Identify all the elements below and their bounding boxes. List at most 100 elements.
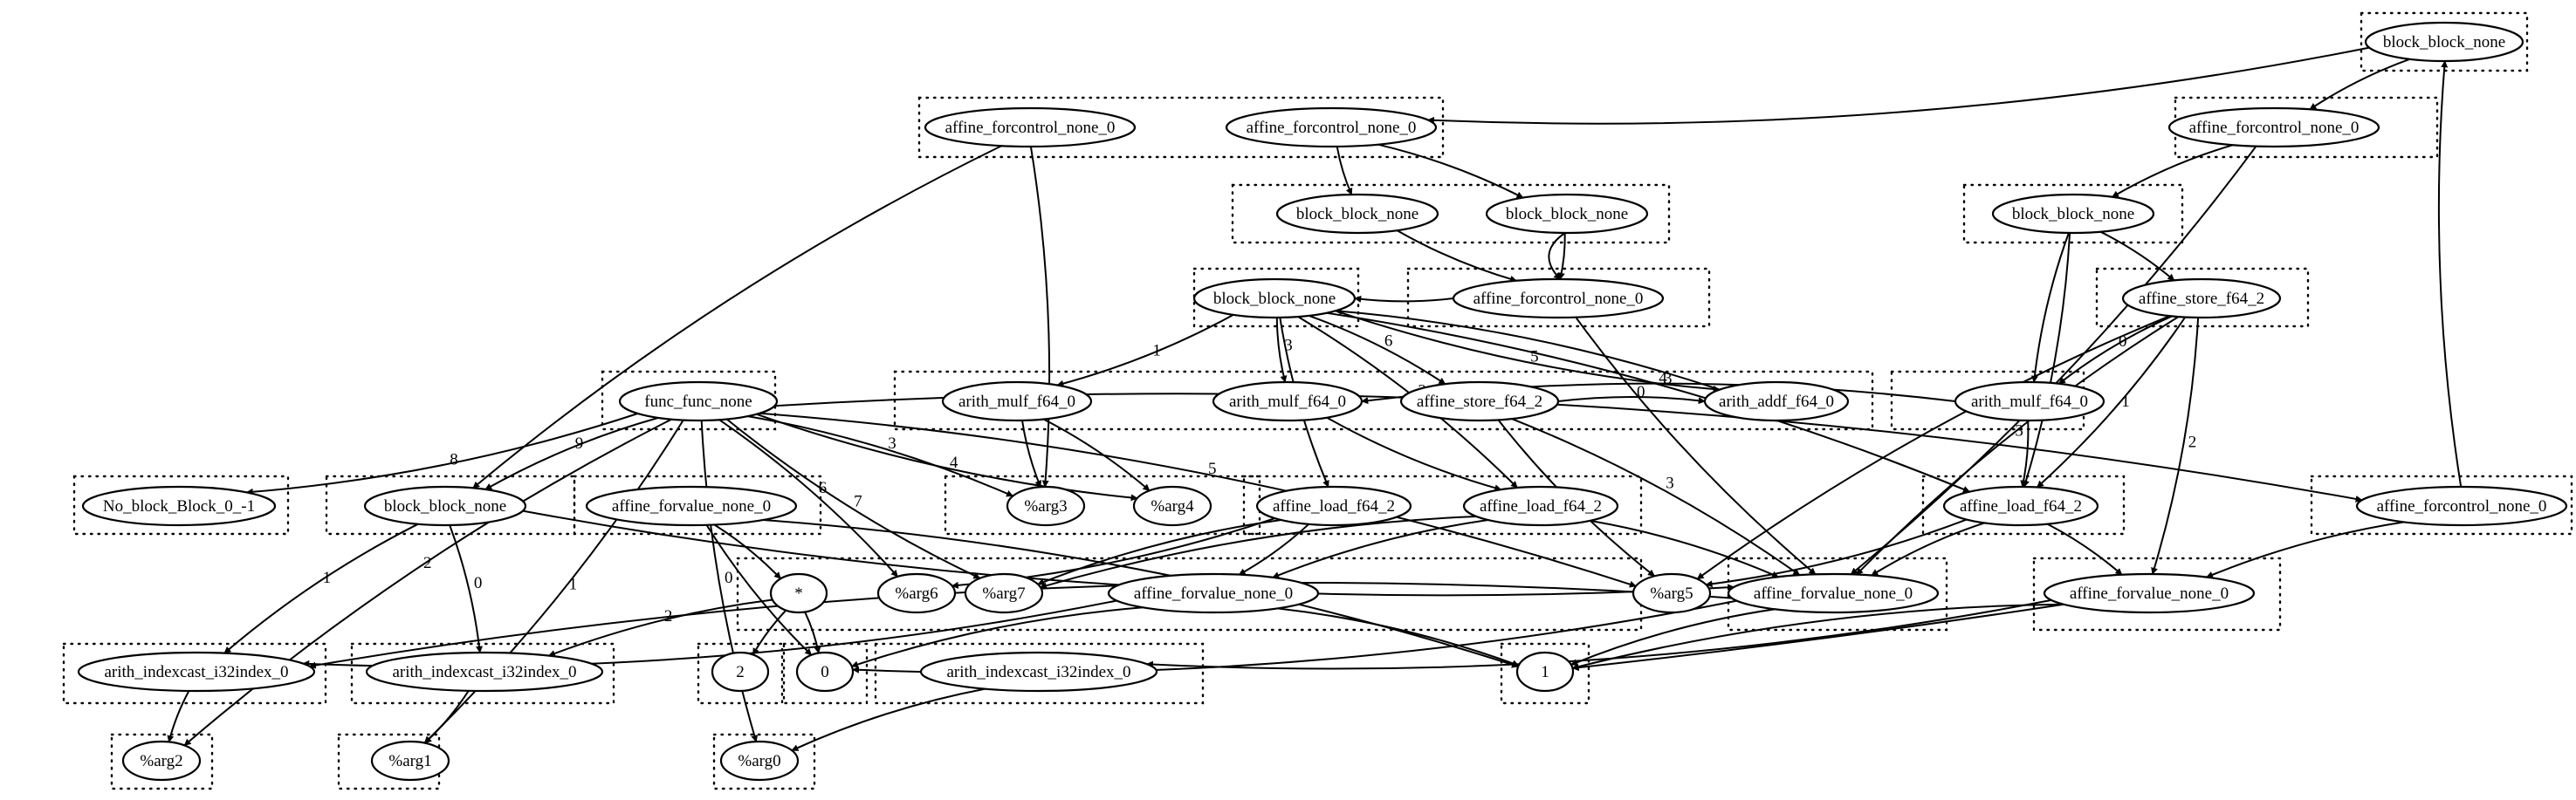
edge-line <box>423 420 684 744</box>
node-label: block_block_none <box>2012 205 2134 223</box>
graph-node: arith_mulf_f64_0 <box>1212 380 1364 422</box>
node-ellipse <box>1954 380 2105 422</box>
graph-node: arith_indexcast_i32index_0 <box>365 651 604 693</box>
graph-node: block_block_none <box>1991 193 2155 235</box>
edge-line <box>1354 295 1454 303</box>
edge: 1 <box>223 523 419 654</box>
cluster-box <box>1962 183 2184 244</box>
edge <box>1043 418 1151 492</box>
edge-line <box>725 418 981 579</box>
node-label: affine_load_f64_2 <box>1960 497 2082 516</box>
edge: 8 <box>245 413 638 496</box>
cluster-box <box>736 557 1643 632</box>
cluster-box <box>110 733 214 790</box>
edge-line <box>1850 146 2257 576</box>
edge-line <box>1056 314 1234 387</box>
cluster-box <box>782 642 869 705</box>
graph-node: 1 <box>1515 651 1575 693</box>
edge <box>1590 519 1779 578</box>
node-label: %arg7 <box>982 585 1025 603</box>
edge <box>2030 232 2070 383</box>
graph-node: arith_indexcast_i32index_0 <box>919 651 1158 693</box>
node-ellipse <box>2355 485 2568 527</box>
edge <box>850 606 1144 668</box>
node-label: affine_store_f64_2 <box>1417 393 1542 411</box>
edge-line <box>1570 608 1776 666</box>
edge-line <box>472 145 1002 489</box>
edge: 2 <box>2151 317 2200 575</box>
edge: 3 <box>1275 317 1293 383</box>
edge <box>1571 603 2064 672</box>
cluster-box <box>712 733 816 790</box>
edge-line <box>1037 519 1281 585</box>
graph-node: affine_load_f64_2 <box>1462 485 1619 527</box>
edge-label: 6 <box>819 479 828 497</box>
edge <box>1571 603 2064 671</box>
node-label: arith_indexcast_i32index_0 <box>392 663 576 681</box>
edge: 1 <box>423 420 684 744</box>
node-ellipse <box>711 651 770 693</box>
edge-label: 3 <box>1666 475 1674 493</box>
node-ellipse <box>1275 193 1439 235</box>
edge <box>705 524 813 656</box>
node-ellipse <box>1462 485 1619 527</box>
edge-line <box>1336 146 1353 195</box>
edge: 3 <box>1511 418 1801 577</box>
edge-line <box>713 523 782 579</box>
edge-line <box>1426 46 2370 125</box>
node-ellipse <box>1006 485 1086 527</box>
edge-label: 3 <box>888 434 896 453</box>
edge-line <box>1696 315 2171 580</box>
edge <box>1354 295 1454 303</box>
graph-node: arith_indexcast_i32index_0 <box>77 651 316 693</box>
edge <box>763 519 1519 668</box>
edge <box>1871 522 1985 577</box>
edge-label: 3 <box>2015 422 2023 441</box>
cluster-box <box>350 642 615 705</box>
graph-node: block_block_none <box>1485 193 1649 235</box>
edge <box>1146 598 2052 670</box>
graph-node: affine_load_f64_2 <box>1942 485 2099 527</box>
edge-line <box>2020 420 2030 488</box>
edge: 5 <box>759 412 1637 588</box>
graph-node: 0 <box>795 651 855 693</box>
node-label: affine_forvalue_none_0 <box>2070 585 2229 603</box>
edge-label: 1 <box>1152 341 1161 359</box>
edge <box>1021 420 1041 488</box>
edge-label: 3 <box>1664 370 1673 388</box>
graph-node: 2 <box>711 651 770 693</box>
graph-node: affine_forvalue_none_0 <box>1107 572 1320 614</box>
node-label: affine_forvalue_none_0 <box>1134 585 1293 603</box>
graph-node: affine_forvalue_none_0 <box>1727 572 1940 614</box>
node-ellipse <box>1727 572 1940 614</box>
edge-line <box>804 611 821 654</box>
edge-line <box>1277 607 1520 667</box>
node-label: block_block_none <box>1296 205 1419 223</box>
edge <box>2437 60 2463 488</box>
edge-line <box>245 413 638 496</box>
edge-line <box>167 690 190 743</box>
node-ellipse <box>1703 380 1850 422</box>
edge <box>472 145 1002 489</box>
edge-line <box>449 524 483 653</box>
edge-line <box>759 412 1637 588</box>
node-label: 1 <box>1541 663 1549 681</box>
edge-line <box>1146 598 2052 670</box>
node-label: %arg0 <box>738 752 780 770</box>
edge-line <box>1705 518 1968 588</box>
edge: 6 <box>718 419 899 578</box>
edge-line <box>1275 317 1288 383</box>
node-ellipse <box>1452 277 1665 319</box>
edge <box>1336 146 1353 195</box>
node-ellipse <box>919 651 1158 693</box>
edge <box>1548 232 1566 280</box>
edge-label: 1 <box>323 569 332 587</box>
node-label: %arg1 <box>388 752 431 770</box>
edge: 3 <box>747 415 1014 497</box>
edge <box>1377 143 1524 199</box>
node-ellipse <box>1132 485 1212 527</box>
edge: 6 <box>1309 314 1446 386</box>
edge-line <box>2030 232 2070 383</box>
graph-node: %arg6 <box>876 572 957 614</box>
edge: 1 <box>2037 316 2187 489</box>
